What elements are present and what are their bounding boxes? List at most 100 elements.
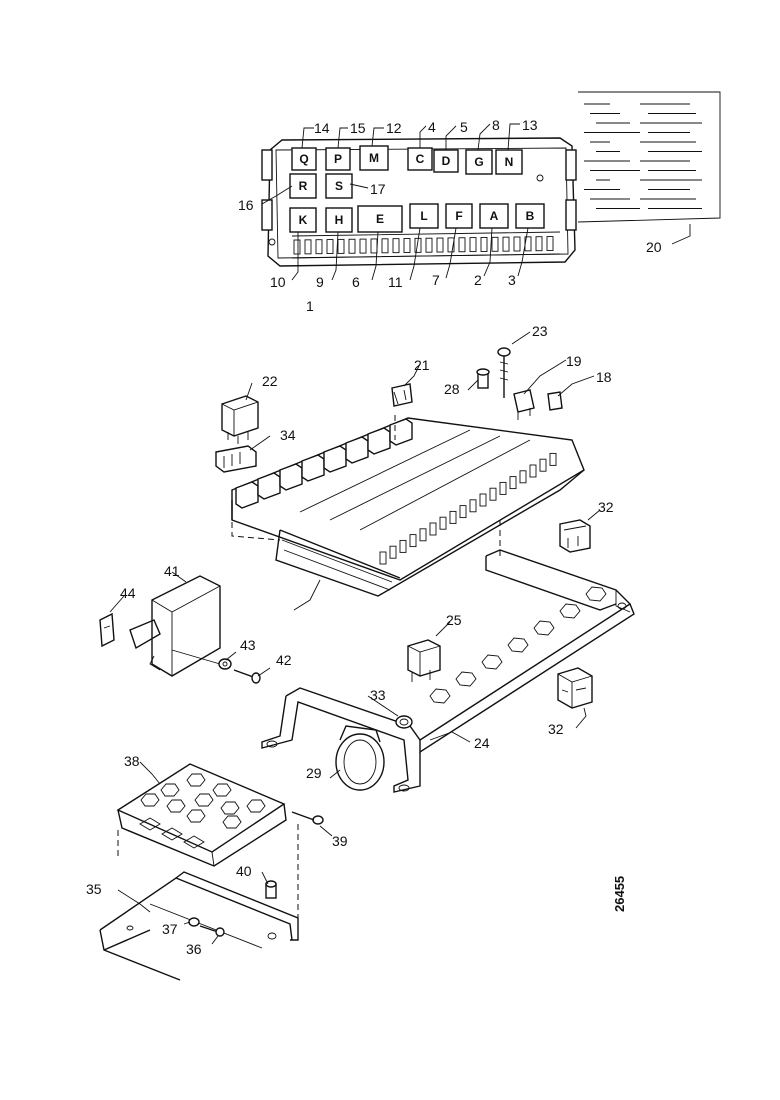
- relay-slot: M: [359, 145, 389, 171]
- fuse-slot: [436, 237, 444, 253]
- callout-21: 21: [414, 357, 430, 373]
- control-unit-41: [129, 575, 221, 677]
- callout-15: 15: [350, 120, 366, 136]
- clamp-29: [335, 725, 385, 791]
- screw-23: [497, 347, 511, 398]
- reference-number: 26455: [612, 876, 627, 912]
- plate-hole: [220, 801, 240, 815]
- relay-block: [345, 436, 369, 464]
- plate-hole: [212, 783, 232, 797]
- relay-slot: S: [325, 173, 353, 199]
- part-40: [265, 880, 277, 899]
- connector-32-lower: [557, 667, 593, 709]
- box-fuse: [519, 470, 527, 484]
- cover-35: [99, 871, 299, 981]
- plate-hole: [246, 799, 266, 813]
- callout-labels: 1 2 3 4 5 6 7 8 9 10 11 12 13 14 15 16 1…: [86, 117, 662, 957]
- box-fuse: [539, 458, 547, 472]
- relay-label: C: [416, 152, 425, 166]
- box-fuse: [449, 510, 457, 524]
- callout-10: 10: [270, 274, 286, 290]
- plate-hole: [140, 793, 160, 807]
- callout-12: 12: [386, 120, 402, 136]
- box-fuse: [409, 534, 417, 548]
- fuse-slot: [359, 238, 367, 254]
- box-fuse: [439, 516, 447, 530]
- box-fuse: [419, 528, 427, 542]
- relay-slot: L: [409, 203, 439, 229]
- box-fuse: [469, 499, 477, 513]
- fuse-slot: [392, 238, 400, 254]
- grommet-33: [395, 715, 413, 729]
- callout-44: 44: [120, 585, 136, 601]
- relay-22: [221, 395, 259, 444]
- relay-label: A: [490, 209, 499, 223]
- relay-label: G: [474, 155, 483, 169]
- relay-block: [301, 454, 325, 482]
- fuse-slot: [425, 237, 433, 253]
- callout-24: 24: [474, 735, 490, 751]
- callout-7: 7: [432, 272, 440, 288]
- relay-label: Q: [299, 152, 308, 166]
- box-fuse: [399, 539, 407, 553]
- callout-13: 13: [522, 117, 538, 133]
- relay-slot: P: [325, 147, 351, 171]
- plate-hole: [222, 815, 242, 829]
- part-28: [476, 368, 490, 389]
- callout-37: 37: [162, 921, 178, 937]
- callout-32-lower: 32: [548, 721, 564, 737]
- callout-3: 3: [508, 272, 516, 288]
- callout-36: 36: [186, 941, 202, 957]
- callout-9: 9: [316, 274, 324, 290]
- callout-8: 8: [492, 117, 500, 133]
- bracket-hole: [507, 637, 529, 653]
- bracket-hole: [585, 586, 607, 602]
- relay-slot: N: [495, 149, 523, 175]
- relay-slot: G: [465, 149, 493, 175]
- callout-28: 28: [444, 381, 460, 397]
- callout-1: 1: [306, 298, 314, 314]
- relay-slot: B: [515, 203, 545, 229]
- fuse-18: [547, 391, 563, 411]
- fuse-19: [513, 389, 535, 420]
- callout-22: 22: [262, 373, 278, 389]
- relay-slot: Q: [291, 147, 317, 171]
- relay-slot: K: [289, 207, 317, 233]
- box-fuse: [389, 545, 397, 559]
- callout-6: 6: [352, 274, 360, 290]
- leader-lines: [109, 123, 691, 945]
- fuse-slot: [447, 237, 455, 253]
- callout-25: 25: [446, 612, 462, 628]
- box-fuse: [529, 464, 537, 478]
- callout-41: 41: [164, 563, 180, 579]
- relay-label: M: [369, 151, 379, 165]
- bracket-hole: [455, 671, 477, 687]
- screw-36: [199, 925, 225, 937]
- relay-block: [323, 445, 347, 473]
- fuse-slot: [326, 239, 334, 255]
- callout-4: 4: [428, 119, 436, 135]
- screw-39: [291, 811, 324, 825]
- box-fuse: [379, 551, 387, 565]
- bracket-hole: [533, 620, 555, 636]
- box-fuse: [489, 487, 497, 501]
- socket-34: [215, 445, 257, 473]
- relay-slot: C: [407, 147, 433, 171]
- callout-32-upper: 32: [598, 499, 614, 515]
- central-electrical-box: [231, 415, 585, 597]
- plate-hole: [166, 799, 186, 813]
- fuse-slot: [337, 238, 345, 254]
- plate-38: [116, 763, 287, 867]
- bracket-hole: [429, 688, 451, 704]
- callout-5: 5: [460, 119, 468, 135]
- screw-42: [233, 669, 261, 684]
- box-fuse: [499, 481, 507, 495]
- part-21-clip: [391, 383, 413, 407]
- callout-29: 29: [306, 765, 322, 781]
- callout-2: 2: [474, 272, 482, 288]
- relay-label: D: [442, 154, 451, 168]
- relay-label: P: [334, 152, 342, 166]
- box-fuse: [509, 476, 517, 490]
- callout-14: 14: [314, 120, 330, 136]
- mounting-bracket-24: [261, 549, 635, 793]
